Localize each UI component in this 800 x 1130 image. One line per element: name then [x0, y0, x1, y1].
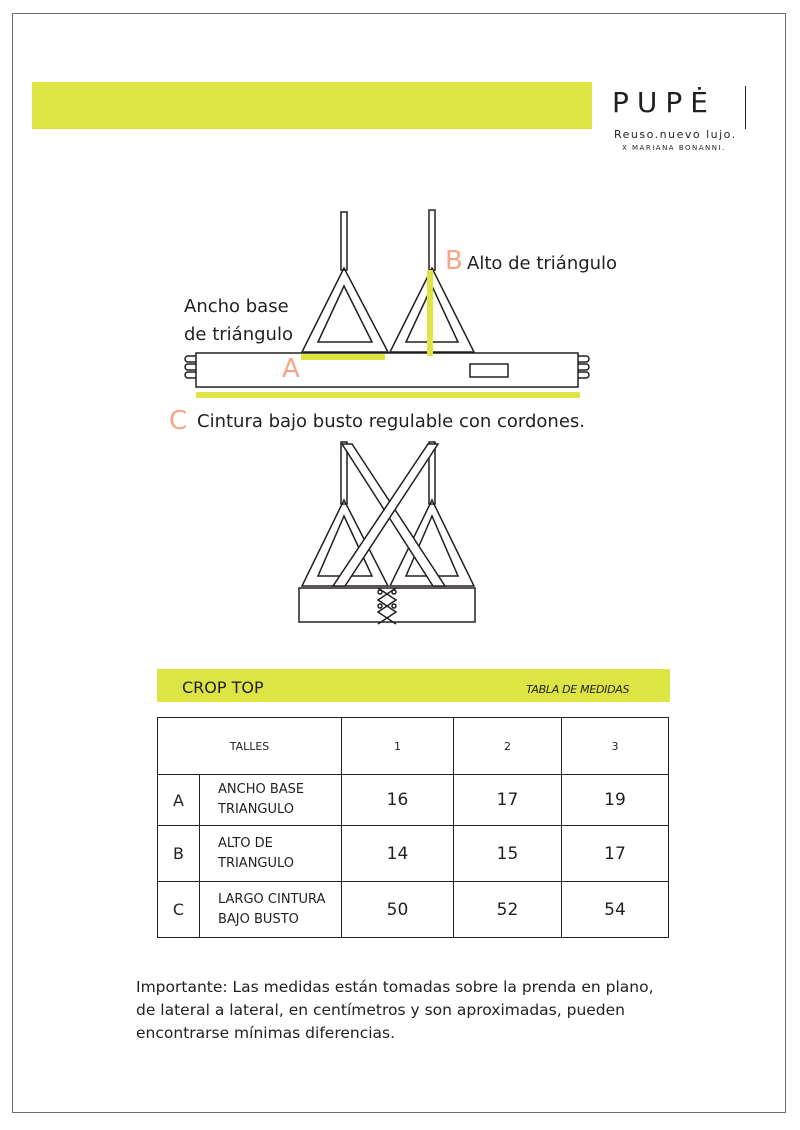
- note-line: encontrarse mínimas diferencias.: [136, 1024, 396, 1042]
- measure-c-line: [196, 392, 580, 398]
- label-a-line1: Ancho base: [184, 296, 289, 317]
- header-size-3: 3: [561, 717, 669, 775]
- note-line: Importante: Las medidas están tomadas so…: [136, 978, 654, 996]
- label-b-letter: B: [445, 246, 463, 276]
- row-label: ANCHO BASE TRIANGULO: [199, 774, 342, 826]
- eyelet: [377, 603, 383, 609]
- row-label-line: LARGO CINTURA: [218, 891, 326, 907]
- eyelet: [377, 589, 383, 595]
- row-label-line: BAJO BUSTO: [218, 911, 299, 927]
- eyelet: [391, 589, 397, 595]
- brand-byline: X MARIANA BONANNI.: [622, 144, 726, 152]
- right-lace-loops: [578, 355, 590, 379]
- label-b-text: Alto de triángulo: [467, 253, 618, 274]
- row-label-line: TRIANGULO: [218, 855, 295, 871]
- row-value: 14: [341, 825, 454, 882]
- row-letter: A: [157, 774, 200, 826]
- label-c-letter: C: [169, 406, 188, 436]
- row-value: 17: [453, 774, 562, 826]
- table-row: A ANCHO BASE TRIANGULO 16 17 19: [157, 774, 669, 826]
- size-table: TALLES 1 2 3 A ANCHO BASE TRIANGULO 16 17…: [157, 717, 669, 938]
- row-label-line: ALTO DE: [218, 835, 273, 851]
- note-line: de lateral a lateral, en centímetros y s…: [136, 1001, 626, 1019]
- row-letter: B: [157, 825, 200, 882]
- left-triangle-outer: [300, 266, 390, 353]
- table-header-band: [157, 669, 670, 702]
- row-label: ALTO DE TRIANGULO: [199, 825, 342, 882]
- row-value: 52: [453, 881, 562, 938]
- table-row: C LARGO CINTURA BAJO BUSTO 50 52 54: [157, 881, 669, 938]
- header-talles: TALLES: [157, 717, 342, 775]
- band-label: [469, 363, 509, 378]
- logo-divider: [745, 86, 746, 129]
- measurement-note: Importante: Las medidas están tomadas so…: [136, 976, 736, 1045]
- row-value: 54: [561, 881, 669, 938]
- header-size-2: 2: [453, 717, 562, 775]
- back-lacing: [376, 587, 398, 625]
- header-size-1: 1: [341, 717, 454, 775]
- table-row: B ALTO DE TRIANGULO 14 15 17: [157, 825, 669, 882]
- label-a-line2: de triángulo: [184, 324, 293, 345]
- measure-b-line: [427, 270, 433, 356]
- left-lace-loops: [184, 355, 196, 379]
- row-value: 50: [341, 881, 454, 938]
- back-left-strap: [340, 441, 348, 505]
- crossed-strap-2: [331, 443, 440, 587]
- table-title: CROP TOP: [182, 678, 264, 697]
- row-value: 15: [453, 825, 562, 882]
- back-right-strap: [428, 441, 436, 505]
- row-label-line: ANCHO BASE: [218, 782, 305, 797]
- brand-logo: PUPĖ: [612, 86, 716, 119]
- eyelet: [391, 603, 397, 609]
- measure-a-line: [301, 354, 385, 360]
- row-label: LARGO CINTURA BAJO BUSTO: [199, 881, 342, 938]
- right-strap: [428, 209, 436, 271]
- garment-diagram: [184, 209, 590, 625]
- table-subtitle: TABLA DE MEDIDAS: [526, 683, 630, 696]
- table-header-row: TALLES 1 2 3: [157, 717, 669, 775]
- brand-tagline: Reuso.nuevo lujo.: [614, 128, 737, 141]
- page-frame: [12, 13, 786, 1113]
- label-c-text: Cintura bajo busto regulable con cordone…: [197, 411, 586, 432]
- row-value: 17: [561, 825, 669, 882]
- row-label-line: TRIANGULO: [218, 802, 295, 817]
- crossed-strap-1: [340, 443, 447, 587]
- underbust-band: [195, 352, 579, 388]
- left-triangle-inner: [316, 284, 374, 343]
- row-value: 19: [561, 774, 669, 826]
- header-accent-band: [32, 82, 592, 129]
- label-a-letter: A: [282, 354, 300, 384]
- left-strap: [340, 211, 348, 271]
- row-letter: C: [157, 881, 200, 938]
- row-value: 16: [341, 774, 454, 826]
